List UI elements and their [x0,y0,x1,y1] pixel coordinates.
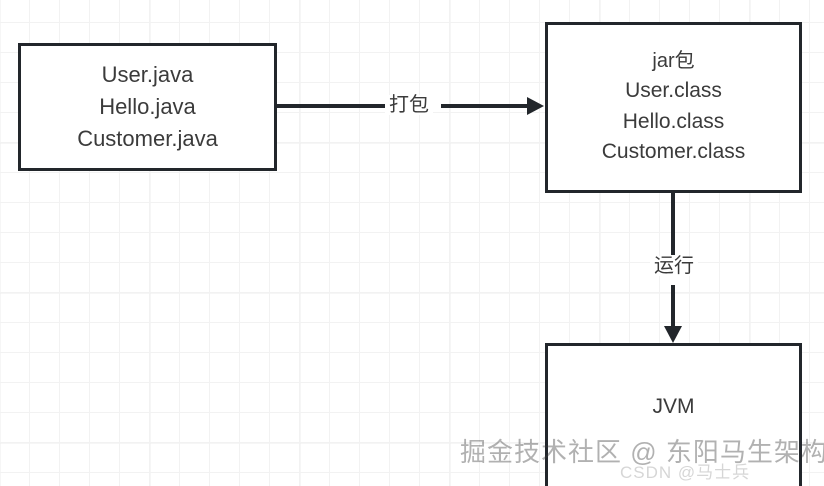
node-source-files[interactable]: User.java Hello.java Customer.java [18,43,277,171]
edge-run-line-bottom [671,285,675,328]
node-source-files-line-2: Hello.java [99,94,196,120]
edge-run-line-top [671,193,675,255]
node-jar-package-line-1: jar包 [652,50,695,73]
node-jar-package-line-3: Hello.class [622,109,725,133]
edge-package-label: 打包 [385,95,433,115]
edge-package-line-right [441,104,531,108]
edge-package-arrowhead-icon [527,97,544,115]
node-jvm[interactable]: JVM [545,343,802,486]
edge-package-line-left [277,104,387,108]
node-jar-package[interactable]: jar包 User.class Hello.class Customer.cla… [545,22,802,193]
node-jar-package-line-4: Customer.class [601,140,746,164]
node-source-files-line-1: User.java [101,62,194,88]
edge-run-label: 运行 [650,256,698,276]
node-jar-package-line-2: User.class [625,79,722,103]
node-jvm-label: JVM [652,395,695,418]
edge-run-arrowhead-icon [664,326,682,343]
node-source-files-line-3: Customer.java [77,125,218,151]
